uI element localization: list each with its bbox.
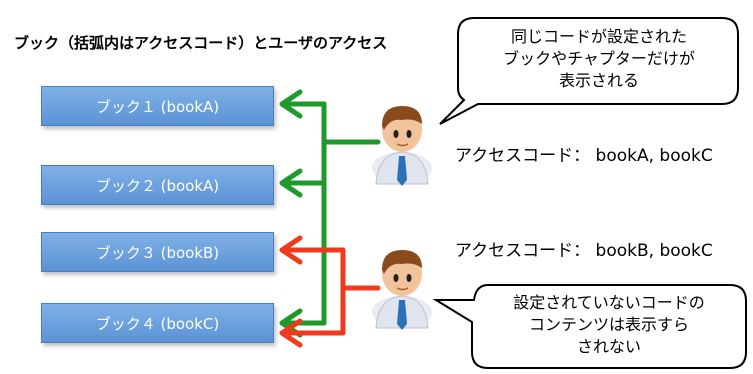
user-avatar-2 xyxy=(372,250,432,330)
callout-top-line-1: 同じコードが設定された xyxy=(510,27,687,46)
user-2-access-code: アクセスコード： bookB, bookC xyxy=(455,241,713,261)
book-1: ブック１ (bookA) xyxy=(41,86,274,126)
red-arrow-group xyxy=(279,235,381,348)
green-arrow-group xyxy=(279,89,381,338)
red-arrow-book3 xyxy=(279,235,346,265)
callout-bottom-text: 設定されていないコードの コンテンツは表示すら されない xyxy=(478,292,740,358)
book-2: ブック２ (bookA) xyxy=(41,165,274,205)
user-1-access-code: アクセスコード： bookA, bookC xyxy=(455,146,713,166)
callout-bottom-line-3: されない xyxy=(576,337,641,356)
green-arrow-book1 xyxy=(279,89,327,119)
callout-bottom-line-1: 設定されていないコードの xyxy=(513,293,705,312)
callout-bottom-shape xyxy=(432,284,747,369)
book-3: ブック３ (bookB) xyxy=(41,232,274,272)
red-arrow-book4 xyxy=(279,318,346,348)
user-avatar-1 xyxy=(372,106,432,186)
callout-bottom-line-2: コンテンツは表示すら xyxy=(528,315,689,334)
callout-top-text: 同じコードが設定された ブックやチャプターだけが 表示される xyxy=(468,26,730,92)
green-arrow-book2 xyxy=(279,168,327,198)
callout-top-shape xyxy=(439,17,739,125)
diagram-title: ブック（括弧内はアクセスコード）とユーザのアクセス xyxy=(14,34,388,52)
callout-top-line-3: 表示される xyxy=(558,71,639,90)
callout-top-line-2: ブックやチャプターだけが xyxy=(503,49,695,68)
book-4: ブック４ (bookC) xyxy=(41,303,274,343)
